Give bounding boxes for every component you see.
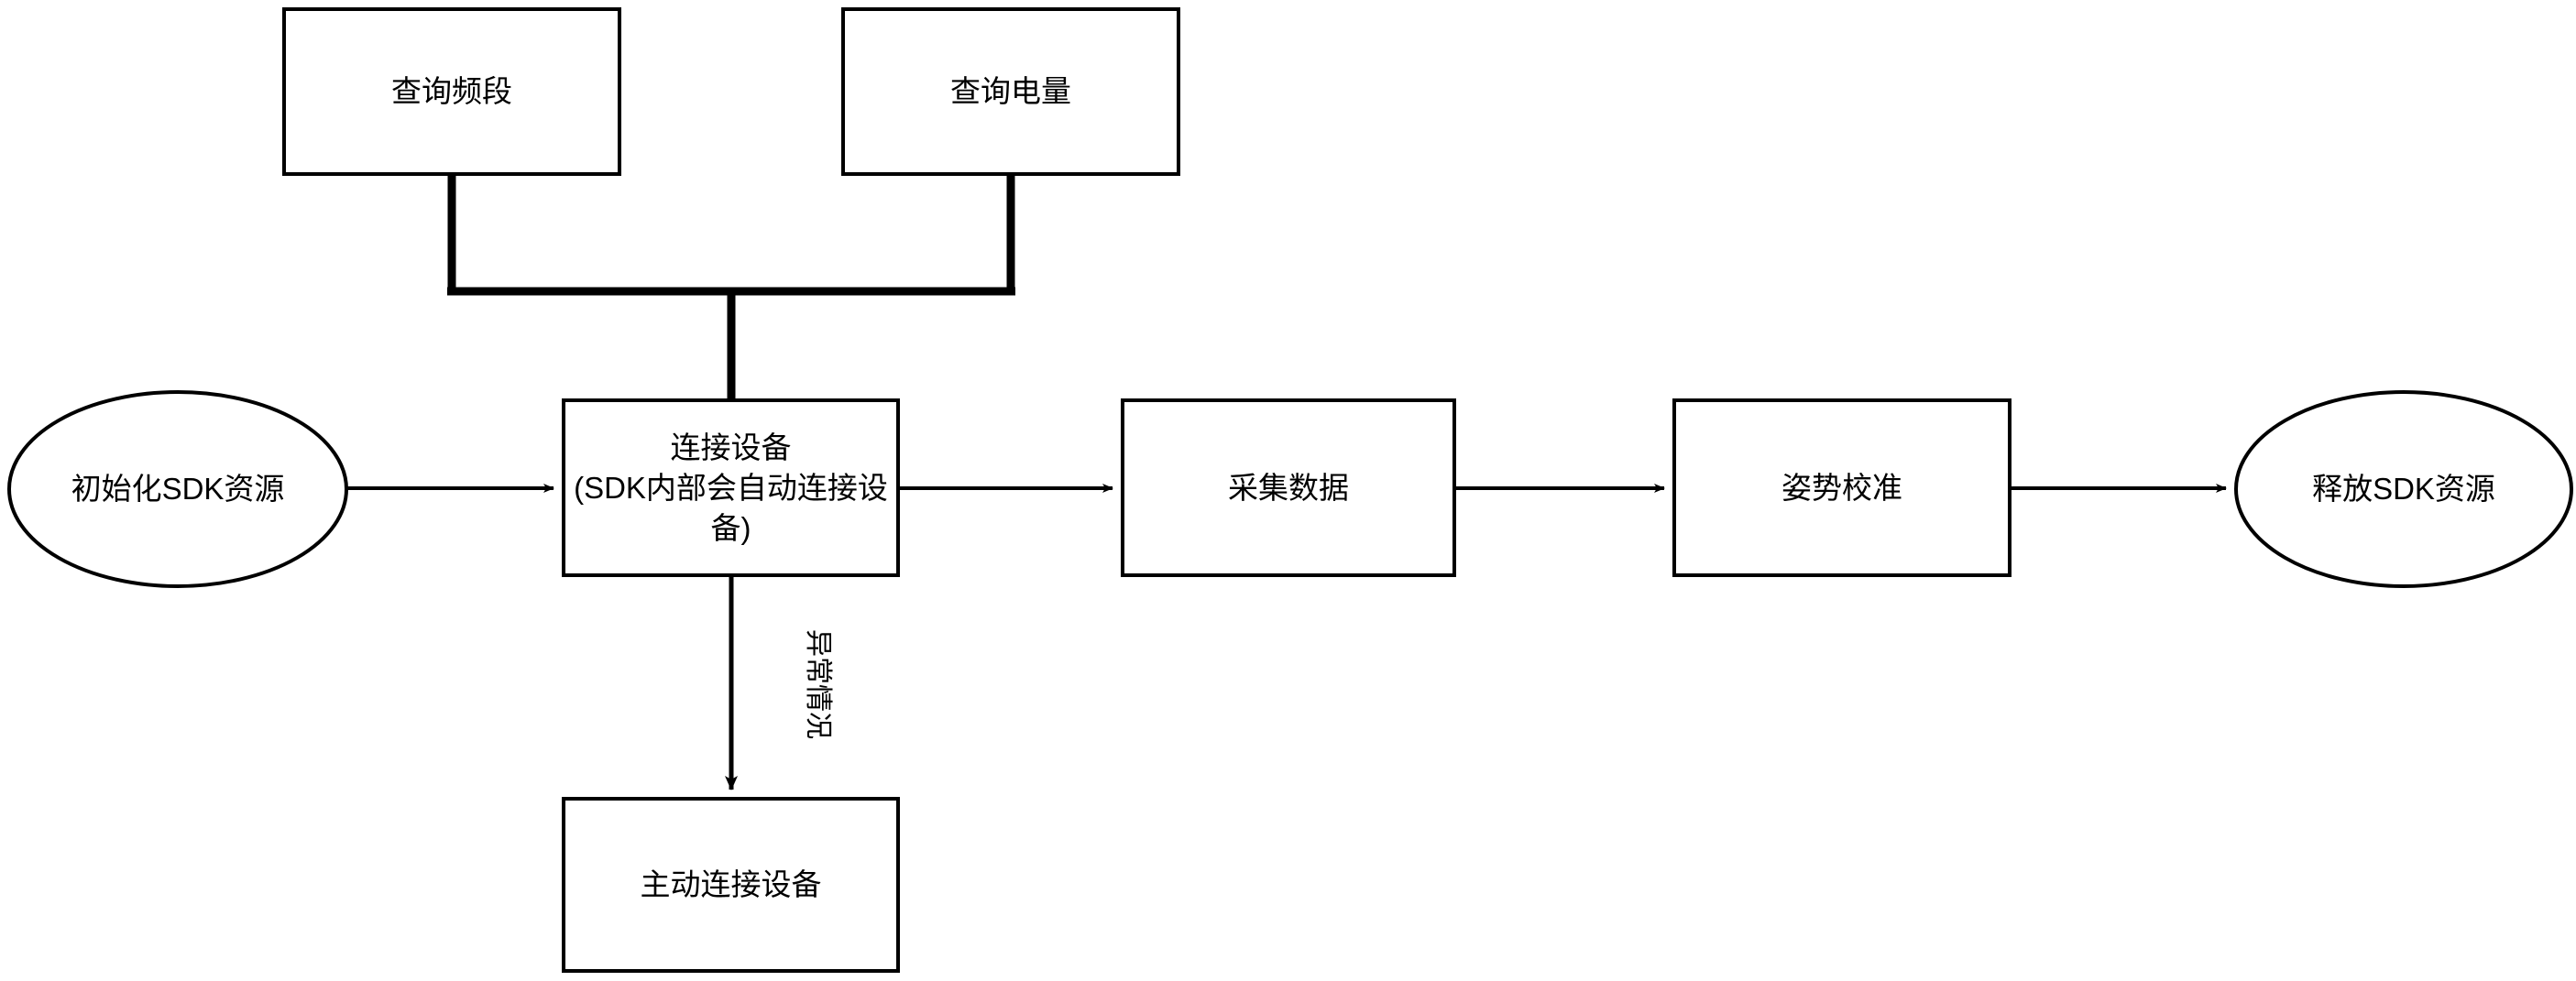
node-posture-calibration[interactable] (1672, 398, 2011, 577)
edge-label-exception: 异常情况 (803, 629, 833, 739)
node-init-sdk[interactable] (7, 390, 348, 588)
node-query-band[interactable] (282, 7, 621, 176)
edge-merge-bar (447, 287, 1015, 400)
node-release-sdk[interactable] (2234, 390, 2573, 588)
node-collect-data[interactable] (1121, 398, 1456, 577)
node-query-battery[interactable] (841, 7, 1180, 176)
node-connect-device[interactable] (562, 398, 900, 577)
node-manual-connect[interactable] (562, 797, 900, 973)
